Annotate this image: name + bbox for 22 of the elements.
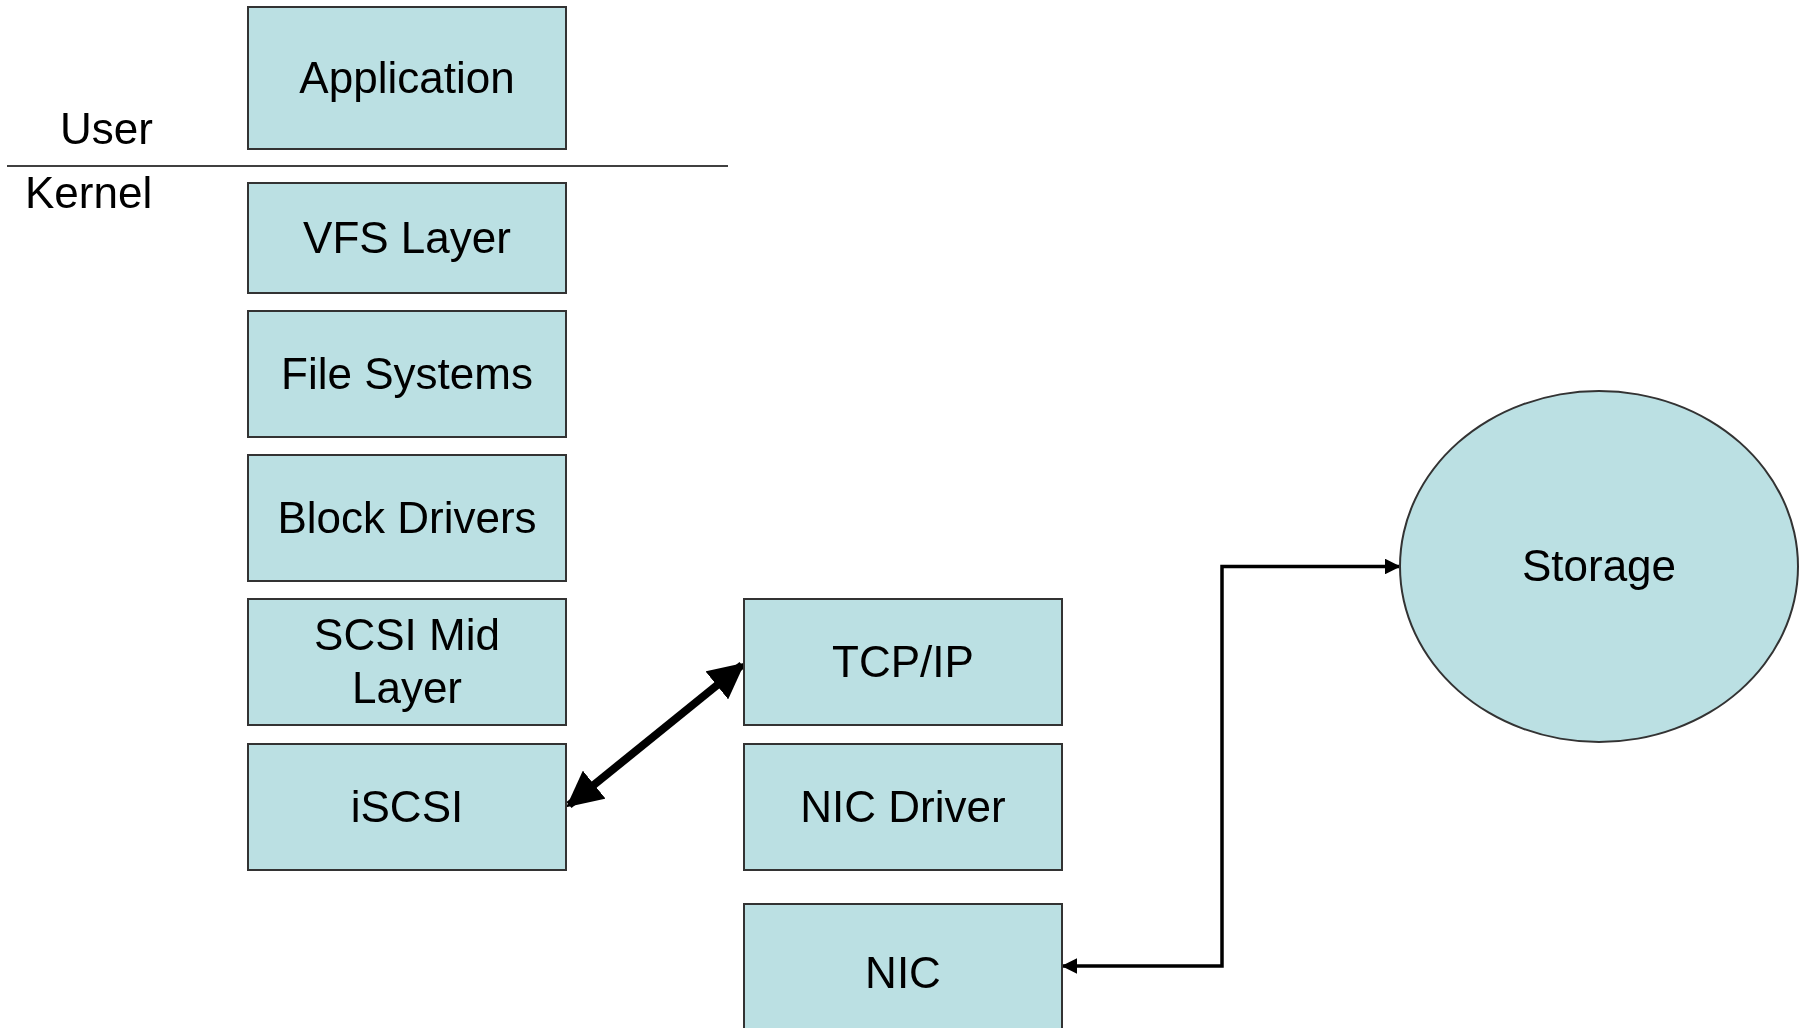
node-label: NIC Driver xyxy=(800,780,1006,833)
layer-box xyxy=(743,598,1063,726)
layer-box xyxy=(247,182,567,294)
layer-box xyxy=(247,454,567,582)
layer-box xyxy=(247,310,567,438)
node-label: Application xyxy=(299,51,515,104)
layer-box xyxy=(247,598,567,726)
node-label: NIC xyxy=(865,946,941,999)
region-label: User xyxy=(60,104,153,154)
node-label: File Systems xyxy=(281,347,533,400)
node-label: VFS Layer xyxy=(303,211,511,264)
node-label: Storage xyxy=(1521,540,1677,593)
arrow xyxy=(566,661,745,809)
node-label: TCP/IP xyxy=(832,635,974,688)
node-label: SCSI Mid Layer xyxy=(313,609,501,714)
region-label: Kernel xyxy=(25,168,153,218)
layer-box xyxy=(743,743,1063,871)
layer-box xyxy=(743,903,1063,1028)
node-label: iSCSI xyxy=(350,780,464,833)
layer-box xyxy=(247,743,567,871)
node-label: Block Drivers xyxy=(277,491,537,544)
layer-box xyxy=(247,6,567,150)
